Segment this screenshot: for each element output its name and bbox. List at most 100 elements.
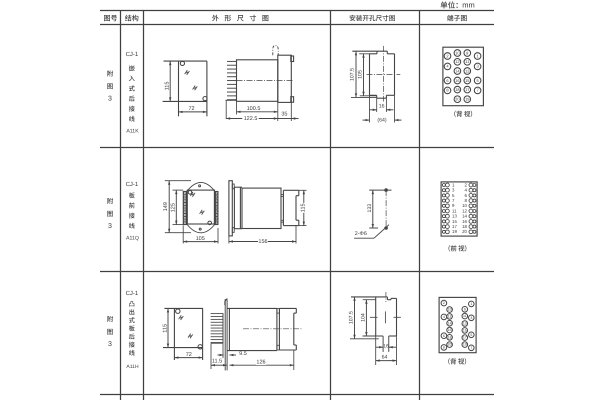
svg-text:10: 10: [462, 203, 467, 208]
svg-text:CJ-1: CJ-1: [126, 51, 139, 58]
svg-text:4: 4: [446, 64, 449, 69]
svg-text:20: 20: [455, 96, 460, 101]
svg-text:13: 13: [452, 214, 457, 219]
svg-text:CJ-1: CJ-1: [126, 181, 139, 188]
svg-text:1: 1: [476, 53, 479, 58]
svg-text:15: 15: [463, 329, 467, 333]
svg-text:64: 64: [382, 355, 388, 361]
svg-text:11: 11: [465, 59, 470, 64]
svg-text:A11H: A11H: [126, 364, 139, 370]
svg-text:1: 1: [470, 302, 472, 306]
svg-text:16: 16: [448, 328, 452, 332]
svg-text:10: 10: [455, 50, 460, 55]
svg-text:115: 115: [164, 82, 170, 91]
svg-text:A11K: A11K: [126, 129, 139, 135]
svg-text:105: 105: [357, 70, 363, 79]
svg-text:100.5: 100.5: [247, 106, 261, 112]
svg-text:156: 156: [258, 239, 267, 245]
svg-text:(: (: [448, 245, 451, 252]
svg-text:15: 15: [465, 78, 470, 83]
svg-text:17: 17: [465, 87, 470, 92]
svg-text:): ): [464, 358, 466, 365]
svg-text:15: 15: [452, 219, 457, 224]
svg-text:16: 16: [462, 219, 467, 224]
svg-text:14: 14: [462, 214, 467, 219]
svg-text:1: 1: [452, 182, 455, 187]
svg-text:3: 3: [108, 96, 112, 103]
svg-text:2: 2: [446, 53, 449, 58]
svg-text:125: 125: [170, 203, 176, 212]
svg-text:14: 14: [448, 321, 452, 325]
svg-text:6: 6: [446, 78, 449, 83]
svg-text:19: 19: [465, 96, 470, 101]
svg-text:9: 9: [464, 307, 466, 311]
svg-text:122.5: 122.5: [244, 116, 258, 122]
svg-text:12: 12: [455, 59, 460, 64]
svg-text:10: 10: [448, 308, 452, 312]
svg-text:11: 11: [452, 208, 457, 213]
svg-text:16: 16: [379, 103, 385, 109]
svg-text:35: 35: [281, 112, 287, 118]
svg-text:2: 2: [443, 301, 445, 305]
svg-text:8: 8: [465, 198, 468, 203]
svg-text:6: 6: [443, 334, 445, 338]
svg-text:3: 3: [470, 316, 472, 320]
svg-text:12: 12: [448, 315, 452, 319]
svg-text:7: 7: [470, 346, 472, 350]
svg-text:(: (: [448, 358, 451, 365]
svg-text:11: 11: [463, 314, 467, 318]
svg-text:11.5: 11.5: [212, 358, 222, 364]
svg-text:107.5: 107.5: [348, 311, 354, 324]
svg-text:17: 17: [452, 224, 457, 229]
svg-text:5: 5: [476, 78, 479, 83]
svg-text:19: 19: [452, 229, 457, 234]
svg-text:mm: mm: [462, 0, 475, 9]
svg-text:107.5: 107.5: [350, 68, 356, 81]
svg-text:9: 9: [452, 203, 455, 208]
svg-text:13: 13: [465, 68, 470, 73]
svg-text:105: 105: [196, 236, 205, 242]
svg-text:3: 3: [452, 188, 455, 193]
svg-text:8: 8: [446, 88, 449, 93]
svg-text:20: 20: [448, 343, 452, 347]
svg-text:4: 4: [443, 315, 445, 319]
svg-text:3: 3: [108, 223, 112, 230]
svg-text:7: 7: [452, 198, 455, 203]
svg-text:115: 115: [300, 203, 306, 212]
svg-text:12: 12: [462, 208, 467, 213]
svg-text:2: 2: [465, 182, 468, 187]
svg-text:8: 8: [443, 346, 445, 350]
svg-text:72: 72: [188, 106, 194, 112]
svg-text:16: 16: [383, 344, 389, 350]
svg-text:7: 7: [476, 88, 479, 93]
svg-text:9.5: 9.5: [239, 351, 247, 357]
svg-text:20: 20: [462, 229, 467, 234]
svg-text:14: 14: [455, 68, 460, 73]
svg-text:18: 18: [455, 87, 460, 92]
svg-text:18: 18: [448, 335, 452, 339]
svg-text:): ): [465, 245, 467, 252]
svg-text:133: 133: [367, 204, 373, 213]
svg-text:): ): [470, 111, 472, 118]
svg-text:18: 18: [462, 224, 467, 229]
svg-text:16: 16: [455, 78, 460, 83]
svg-text:CJ-1: CJ-1: [126, 290, 139, 297]
svg-text:4: 4: [465, 188, 468, 193]
svg-text:(64): (64): [377, 118, 386, 124]
svg-text:104: 104: [360, 313, 366, 322]
svg-text:3: 3: [476, 64, 479, 69]
svg-text:(: (: [454, 111, 457, 118]
svg-text:115: 115: [162, 324, 168, 333]
svg-text:19: 19: [463, 343, 467, 347]
svg-text:2-Φ6: 2-Φ6: [355, 231, 367, 237]
svg-text:72: 72: [186, 352, 192, 358]
svg-text:5: 5: [470, 333, 472, 337]
svg-text:A11Q: A11Q: [126, 236, 139, 242]
svg-text:6: 6: [465, 193, 468, 198]
svg-text:9: 9: [466, 50, 469, 55]
svg-text:149: 149: [163, 202, 169, 211]
svg-text:17: 17: [463, 336, 467, 340]
svg-text:3: 3: [108, 341, 112, 348]
svg-text:13: 13: [463, 322, 467, 326]
svg-text:126: 126: [256, 359, 265, 365]
